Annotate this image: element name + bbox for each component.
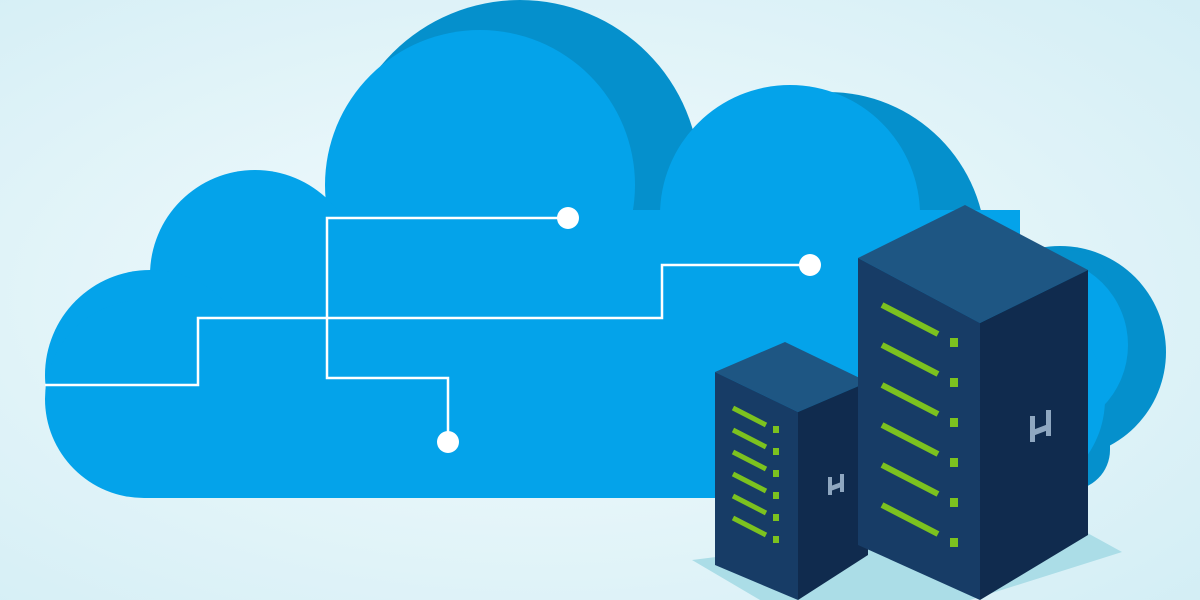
brand-logo-icon — [1030, 410, 1051, 442]
brand-logo-icon — [828, 474, 844, 495]
server-icon — [858, 205, 1088, 600]
circuit-line-2 — [325, 216, 568, 442]
led-bars — [880, 302, 958, 547]
server-icon — [715, 342, 868, 600]
circuit-node — [437, 431, 459, 453]
circuit-node — [557, 207, 579, 229]
circuit-lines — [45, 216, 810, 442]
circuit-line-1 — [45, 263, 810, 387]
circuit-node — [799, 254, 821, 276]
circuit-nodes — [437, 207, 821, 453]
led-bars — [731, 405, 779, 543]
